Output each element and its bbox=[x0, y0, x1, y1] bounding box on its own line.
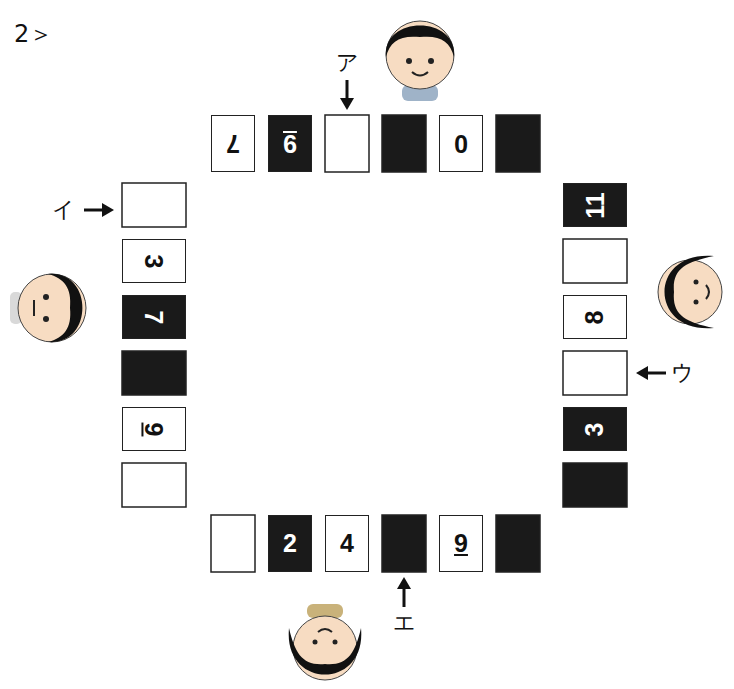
card-number: 7 bbox=[142, 310, 167, 324]
problem-number: 2＞ bbox=[14, 22, 53, 46]
card-number: 3 bbox=[142, 254, 167, 268]
card-number: 3 bbox=[583, 422, 608, 436]
number-card: 11 bbox=[563, 183, 627, 227]
number-card: 3 bbox=[563, 407, 627, 451]
card-number: 4 bbox=[340, 531, 354, 556]
number-card: 7 bbox=[122, 295, 186, 339]
number-card: 9 bbox=[122, 407, 186, 451]
number-card: 9 bbox=[268, 115, 312, 172]
child-face bbox=[10, 274, 86, 342]
number-card: 7 bbox=[211, 115, 255, 172]
number-card: 4 bbox=[325, 515, 369, 572]
child-face bbox=[658, 256, 722, 329]
child-face bbox=[386, 21, 454, 101]
card-number: 0 bbox=[454, 131, 468, 156]
number-card: 9 bbox=[439, 515, 483, 572]
card-number: 9 bbox=[283, 131, 297, 156]
number-card: 3 bbox=[122, 239, 186, 283]
card-number: 11 bbox=[583, 192, 608, 218]
number-card: 0 bbox=[439, 115, 483, 172]
blank-cards bbox=[122, 115, 627, 572]
pointer-label: ウ bbox=[671, 362, 694, 384]
pointer-label: エ bbox=[393, 612, 416, 634]
child-face bbox=[289, 604, 362, 680]
card-number: 7 bbox=[226, 131, 240, 156]
pointer-label: ア bbox=[336, 52, 359, 74]
card-number: 9 bbox=[142, 422, 167, 436]
card-number: 8 bbox=[583, 310, 608, 324]
card-number: 2 bbox=[283, 531, 297, 556]
card-number: 9 bbox=[454, 531, 468, 556]
pointer-arrows bbox=[84, 80, 666, 607]
pointer-label: イ bbox=[52, 199, 75, 221]
number-card: 2 bbox=[268, 515, 312, 572]
number-card: 8 bbox=[563, 295, 627, 339]
